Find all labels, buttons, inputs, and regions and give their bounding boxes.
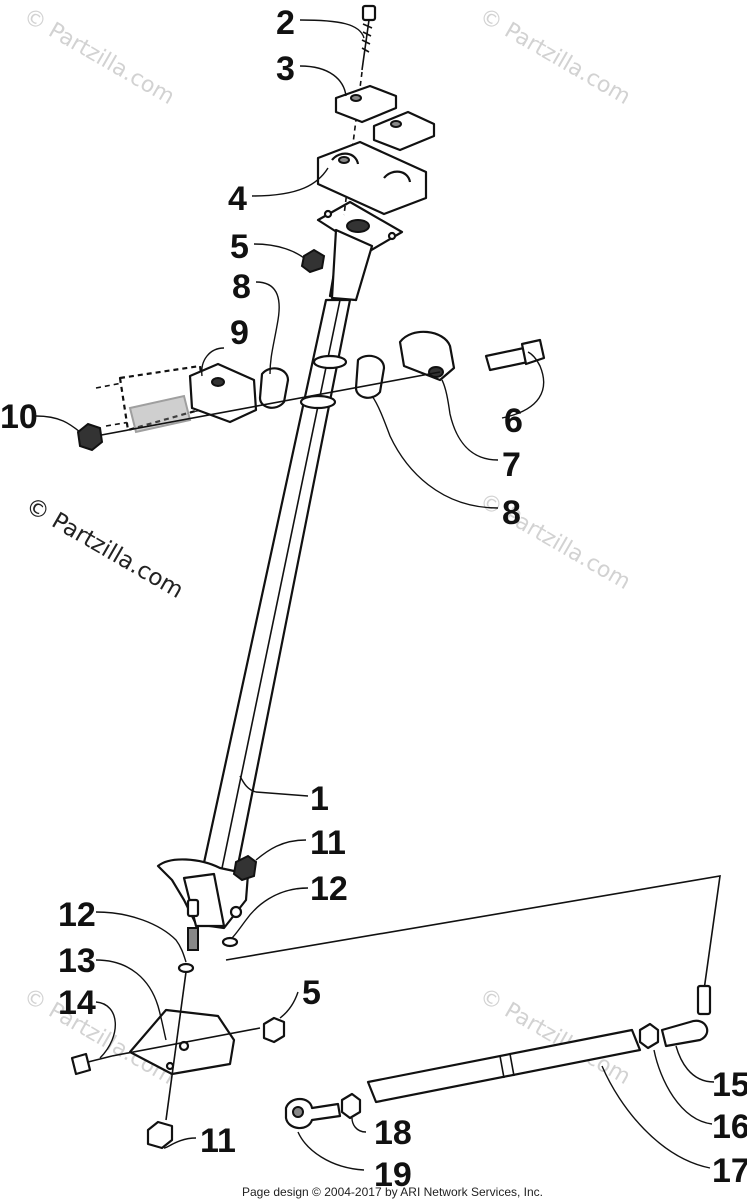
steering-post <box>156 200 404 951</box>
footer-copyright: Page design © 2004-2017 by ARI Network S… <box>242 1185 543 1199</box>
lower-arm <box>70 854 721 1150</box>
leader-lines <box>35 19 715 1171</box>
callout-4: 4 <box>228 180 247 218</box>
callout-14: 14 <box>58 984 96 1022</box>
watermark-top-left: © Partzilla.com <box>19 4 179 111</box>
callout-6: 6 <box>504 402 523 440</box>
callout-5-upper: 5 <box>230 228 249 266</box>
callout-1: 1 <box>310 780 329 818</box>
callout-13: 13 <box>58 942 96 980</box>
callout-2: 2 <box>276 4 295 42</box>
callout-19: 19 <box>374 1156 412 1194</box>
watermark-top-right: © Partzilla.com <box>475 4 635 111</box>
callout-9: 9 <box>230 314 249 352</box>
callout-8-upper: 8 <box>232 268 251 306</box>
callout-3: 3 <box>276 50 295 88</box>
callout-12-upper: 12 <box>310 870 348 908</box>
callout-8-lower: 8 <box>502 494 521 532</box>
upper-clamp <box>316 4 436 216</box>
tie-rod <box>284 984 712 1130</box>
callout-16: 16 <box>712 1108 747 1146</box>
callout-labels: 2 3 4 5 8 9 10 6 7 8 1 11 12 12 13 5 14 … <box>0 4 747 1194</box>
callout-12-lower: 12 <box>58 896 96 934</box>
callout-11-lower: 11 <box>200 1122 236 1160</box>
callout-17: 17 <box>712 1152 747 1190</box>
callout-7: 7 <box>502 446 521 484</box>
callout-5-lower: 5 <box>302 974 321 1012</box>
watermark-mid-right: © Partzilla.com <box>475 489 635 596</box>
nut-upper <box>300 248 326 274</box>
callout-15: 15 <box>712 1066 747 1104</box>
callout-18: 18 <box>374 1114 412 1152</box>
watermark-main: © Partzilla.com <box>21 493 188 604</box>
callout-11-upper: 11 <box>310 824 346 862</box>
handlebar-clamp <box>76 330 546 452</box>
callout-10: 10 <box>0 398 38 436</box>
